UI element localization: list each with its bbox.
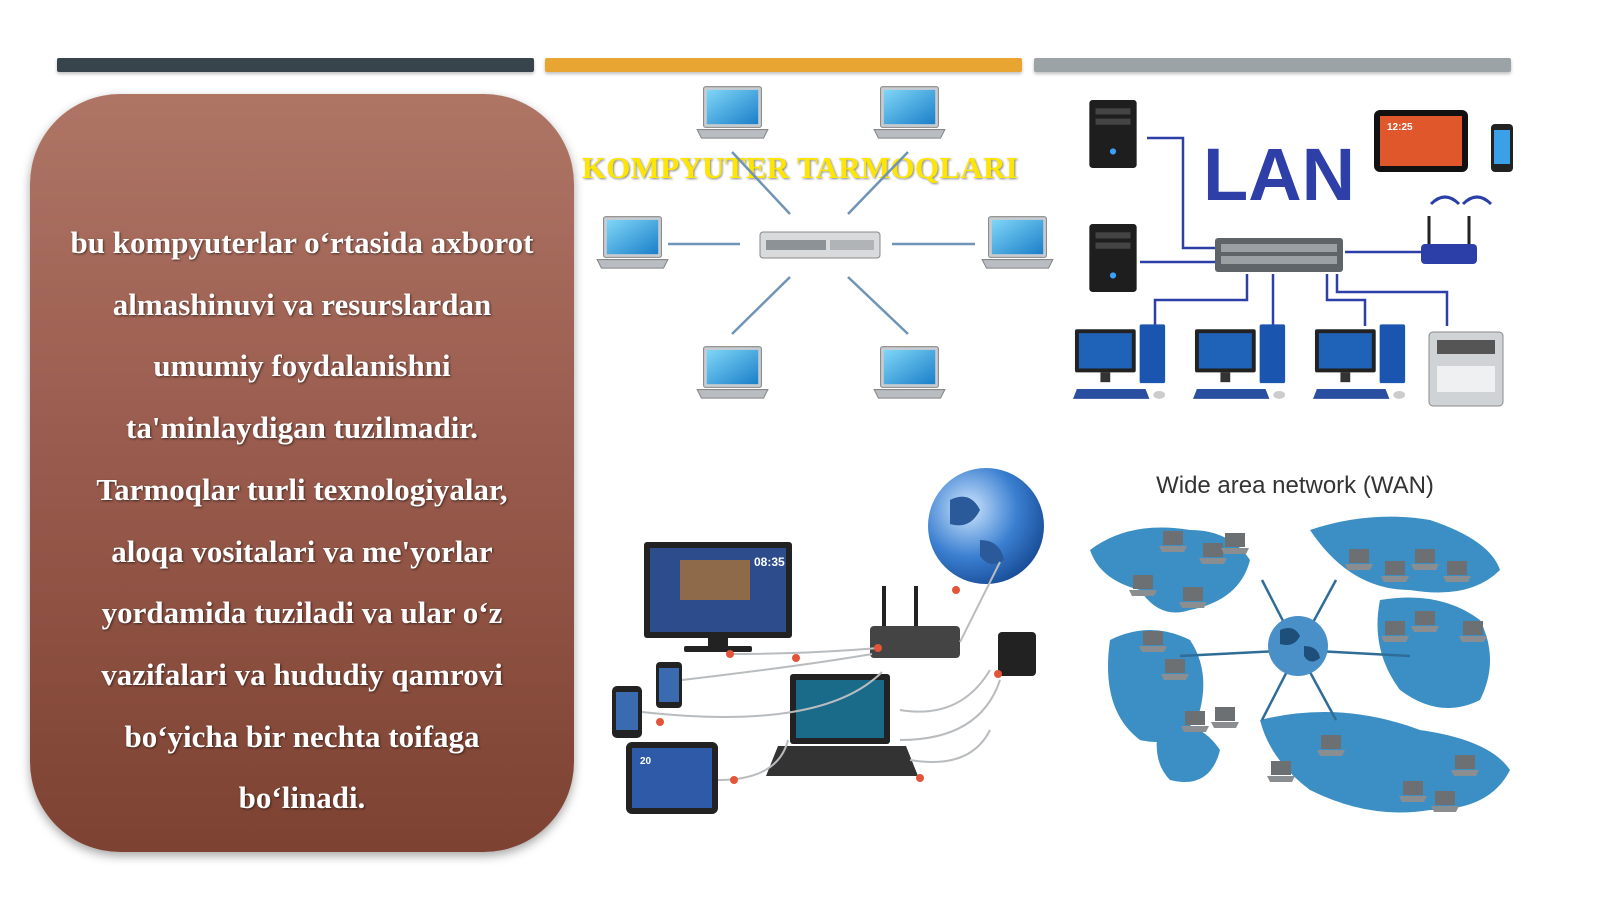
desktop-computer-icon (1313, 324, 1406, 399)
svg-text:20: 20 (640, 756, 652, 767)
home-network-illustration: 08:35 20 (612, 468, 1044, 814)
server-tower-icon (1089, 100, 1137, 168)
smartphone-icon (1491, 124, 1513, 172)
top-bar-dark (57, 58, 534, 72)
lan-label: LAN (1203, 133, 1355, 216)
printer-icon (1428, 331, 1504, 407)
svg-text:08:35: 08:35 (754, 555, 785, 569)
laptop-icon (696, 346, 769, 399)
star-topology-diagram (596, 86, 1054, 399)
laptop-icon (873, 86, 946, 139)
laptop-icon (981, 216, 1054, 269)
network-switch-icon (759, 231, 881, 259)
desktop-computer-icon (1193, 324, 1286, 399)
lan-diagram: LAN 12:25 (1073, 100, 1513, 407)
network-switch-icon (1215, 238, 1343, 272)
laptop-icon (873, 346, 946, 399)
svg-text:12:25: 12:25 (1387, 122, 1413, 133)
tablet-icon: 20 (626, 742, 718, 814)
laptop-icon (696, 86, 769, 139)
tablet-icon: 12:25 (1374, 110, 1468, 172)
globe-icon (1268, 616, 1328, 676)
top-bar-orange (545, 58, 1022, 72)
slide-title: KOMPYUTER TARMOQLARI (581, 150, 1019, 185)
wifi-router-icon (870, 586, 960, 658)
hard-drive-icon (998, 632, 1036, 676)
tv-icon: 08:35 (644, 542, 792, 652)
server-tower-icon (1089, 224, 1137, 292)
smartphone-icon (612, 686, 642, 738)
top-bar-gray (1034, 58, 1511, 72)
laptop-icon (596, 216, 669, 269)
smartphone-icon (656, 662, 682, 708)
wifi-router-icon (1421, 195, 1493, 264)
globe-icon (928, 468, 1044, 584)
wan-diagram (1090, 516, 1510, 813)
desktop-computer-icon (1073, 324, 1166, 399)
laptop-icon (766, 674, 918, 776)
wan-title: Wide area network (WAN) (1156, 472, 1434, 499)
definition-card (30, 94, 574, 852)
slide-body-text: bu kompyuterlar o‘rtasida axborot almash… (70, 225, 534, 816)
